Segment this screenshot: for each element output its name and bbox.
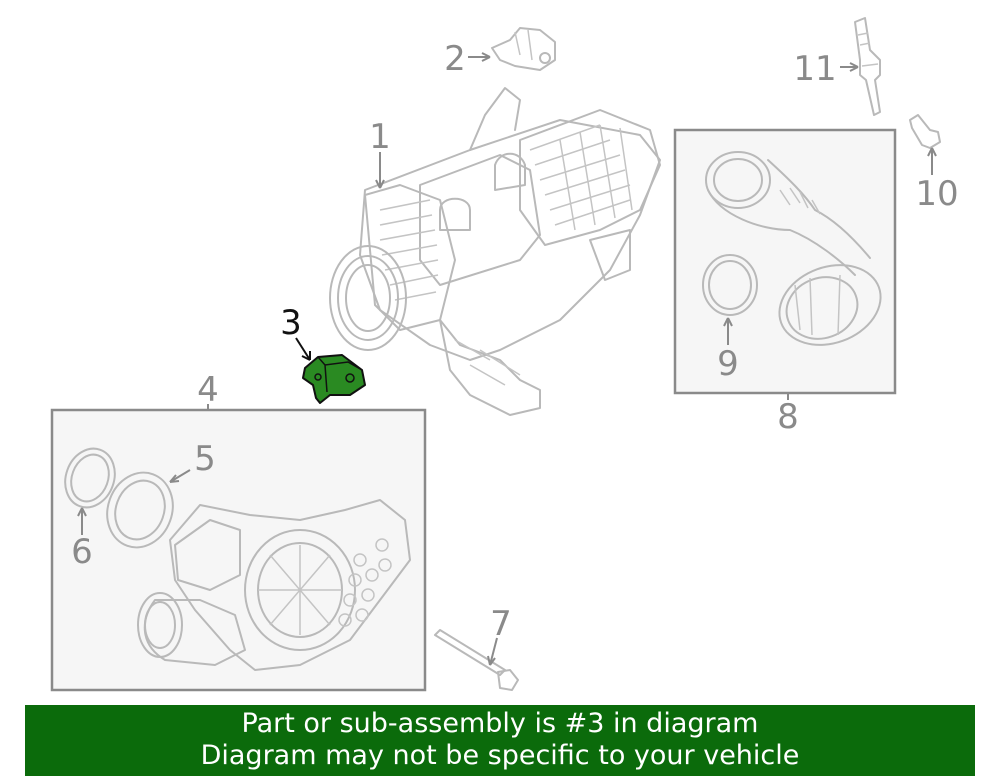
part-4-throttle-housing[interactable] (137, 499, 411, 671)
part-9-seal[interactable] (702, 254, 758, 316)
callout-4: 4 (197, 370, 219, 410)
part-10-bolt[interactable] (909, 114, 941, 149)
callout-11: 11 (793, 49, 836, 89)
part-8-air-duct[interactable] (705, 151, 892, 358)
parts-diagram: 1 2 3 4 5 6 7 8 9 10 11 (50, 17, 959, 692)
part-5-seal[interactable] (97, 463, 183, 556)
callout-6: 6 (71, 532, 93, 572)
part-3-sensor-highlighted[interactable] (302, 354, 366, 404)
part-1-intercooler[interactable] (329, 87, 661, 416)
callout-2: 2 (444, 39, 466, 79)
callout-labels: 1 2 3 4 5 6 7 8 9 10 11 (71, 39, 958, 644)
banner-line-2: Diagram may not be specific to your vehi… (200, 740, 800, 771)
group-box-4 (50, 408, 427, 692)
callout-8: 8 (777, 397, 799, 437)
banner-line-1: Part or sub-assembly is #3 in diagram (241, 708, 759, 739)
group-box-8 (673, 128, 897, 395)
part-2-sensor[interactable] (491, 27, 556, 71)
part-7-bolt[interactable] (434, 629, 519, 691)
part-11-temp-sensor[interactable] (854, 17, 881, 116)
callout-1: 1 (369, 117, 391, 157)
info-banner: Part or sub-assembly is #3 in diagram Di… (25, 705, 975, 776)
part-6-seal[interactable] (57, 442, 123, 515)
callout-10: 10 (915, 174, 958, 214)
callout-3: 3 (280, 303, 302, 343)
leader-lines (77, 52, 937, 666)
callout-7: 7 (490, 604, 512, 644)
callout-5: 5 (194, 439, 216, 479)
callout-9: 9 (717, 344, 739, 384)
